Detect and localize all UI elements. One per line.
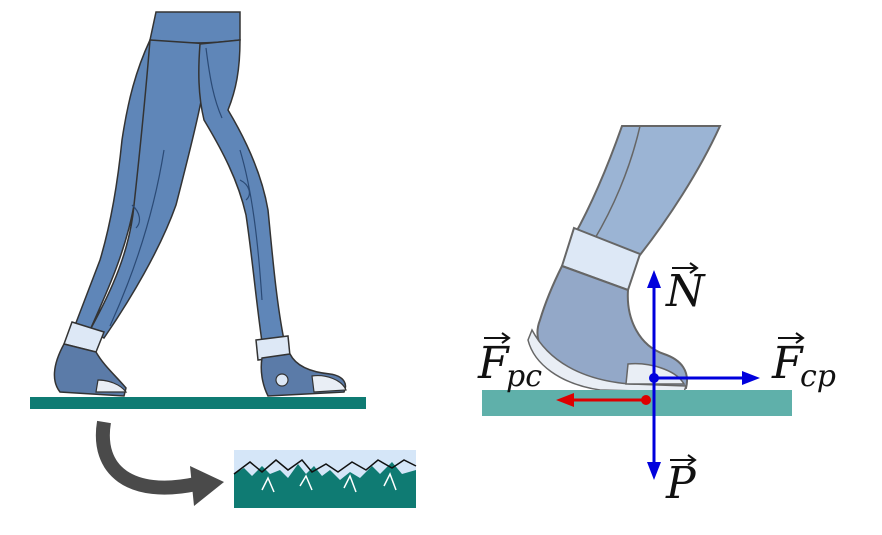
weight-letter: P [665,458,697,509]
weight-arrowhead [647,462,661,480]
label-normal: N [665,263,706,317]
ankle-eyelet [276,374,288,386]
friction-cp-arrowhead [742,371,760,385]
label-friction-right: F cp [771,333,836,394]
waistband [150,12,240,43]
rough-surface-icon [234,450,416,508]
ground-bar [30,397,366,409]
friction-left-subscript: pc [506,359,542,394]
friction-right-subscript: cp [800,359,836,394]
curved-arrow-icon [103,422,224,506]
contact-point [649,373,659,383]
ground-contact-point [641,395,651,405]
normal-letter: N [665,266,706,317]
back-leg [74,40,210,338]
label-weight: P [665,455,697,509]
normal-arrowhead [647,270,661,288]
walking-legs-illustration [30,12,366,409]
